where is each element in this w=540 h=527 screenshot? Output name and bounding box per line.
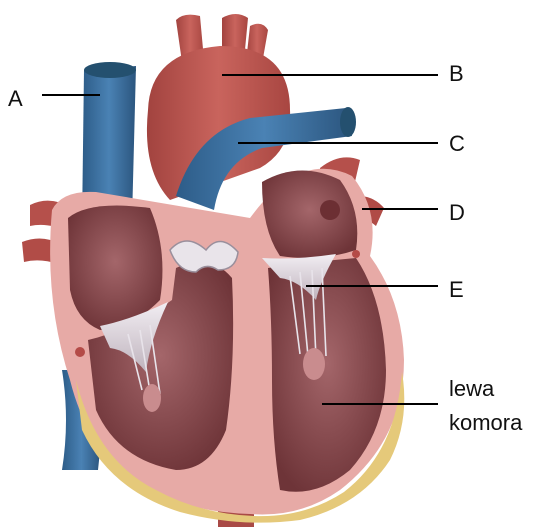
- pulmonary-trunk-opening: [340, 107, 356, 137]
- label-a: A: [8, 88, 23, 110]
- label-b: B: [449, 63, 464, 85]
- pulmonary-vein-opening: [320, 200, 340, 220]
- left-papillary-muscle: [303, 348, 325, 380]
- left-coronary-artery: [352, 250, 360, 258]
- label-c: C: [449, 133, 465, 155]
- label-left-ventricle-line2: komora: [449, 412, 522, 434]
- label-e: E: [449, 279, 464, 301]
- right-papillary-muscle: [143, 384, 161, 412]
- label-d: D: [449, 202, 465, 224]
- label-left-ventricle-line1: lewa: [449, 378, 494, 400]
- superior-vena-cava-opening: [84, 62, 136, 78]
- right-coronary-artery: [75, 347, 85, 357]
